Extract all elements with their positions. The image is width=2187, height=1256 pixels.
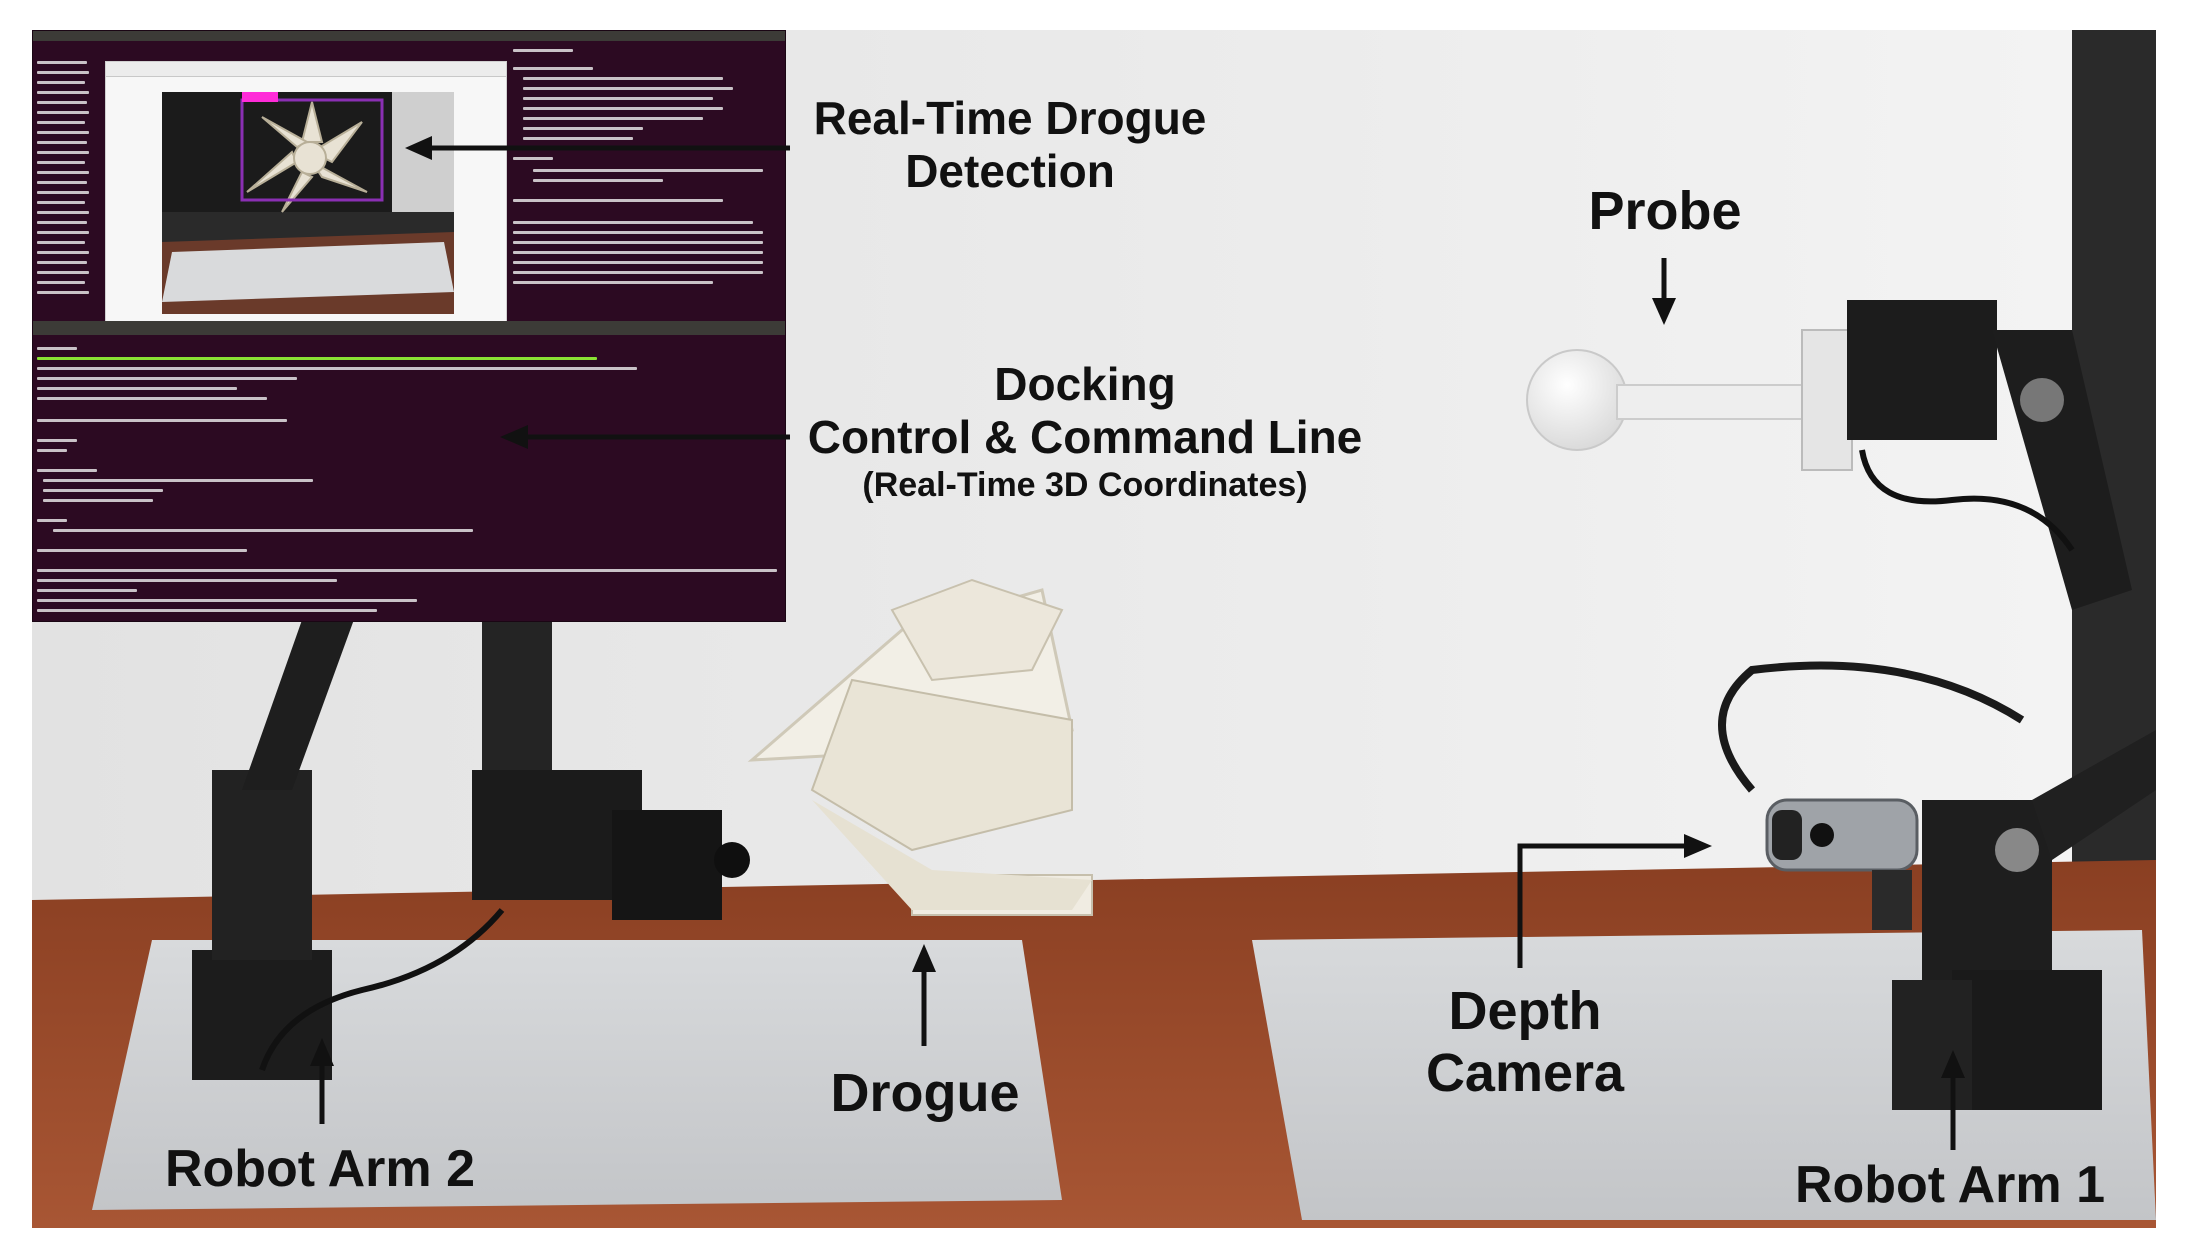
arrow-docking-head (500, 425, 528, 449)
arrow-probe-head (1652, 298, 1676, 325)
label-docking-line3: (Real-Time 3D Coordinates) (862, 465, 1308, 504)
label-depth-camera: Depth Camera (1380, 980, 1670, 1104)
arrow-depth-camera (1517, 843, 1688, 968)
label-robot-arm-1: Robot Arm 1 (1794, 1156, 2106, 1214)
label-drogue-detection-line1: Real-Time Drogue (813, 92, 1207, 144)
label-drogue: Drogue (830, 1063, 1020, 1123)
terminal-screenshot (32, 30, 786, 622)
depth-camera-device (1765, 798, 1919, 930)
lab-scene (32, 30, 2156, 1228)
terminal-divider (33, 321, 785, 335)
arrow-drogue-detection-head (405, 136, 432, 160)
detection-toolbar (106, 62, 506, 77)
probe (1526, 300, 2132, 610)
arrow-robot-arm-2-head (310, 1038, 334, 1066)
detection-view (162, 92, 454, 314)
detection-window (105, 61, 507, 325)
arrow-drogue-head (912, 944, 936, 972)
label-docking-line2: Control & Command Line (807, 410, 1363, 463)
left-board (92, 940, 1062, 1210)
arrow-robot-arm-1-head (1941, 1050, 1965, 1078)
robot-arm-1 (1718, 661, 2156, 1110)
lab-photo (32, 30, 2156, 1228)
terminal-params-column (513, 49, 783, 319)
label-depth-camera-line2: Camera (1425, 1043, 1625, 1104)
terminal-titlebar (33, 31, 785, 41)
label-docking-line1: Docking (994, 358, 1176, 410)
label-probe: Probe (1588, 181, 1742, 241)
terminal-log-column (37, 61, 107, 321)
label-drogue-detection: Real-Time Drogue Detection (800, 92, 1220, 198)
label-depth-camera-line1: Depth (1448, 981, 1602, 1041)
drogue (747, 578, 1093, 916)
label-drogue-detection-line2: Detection (905, 144, 1115, 197)
terminal-top-pane (33, 41, 785, 325)
label-docking: Docking Control & Command Line (Real-Tim… (795, 358, 1375, 505)
arrow-depth-camera-head (1684, 834, 1712, 858)
detection-image (162, 92, 454, 314)
terminal-bottom-pane (33, 335, 785, 621)
label-robot-arm-2: Robot Arm 2 (164, 1140, 476, 1198)
